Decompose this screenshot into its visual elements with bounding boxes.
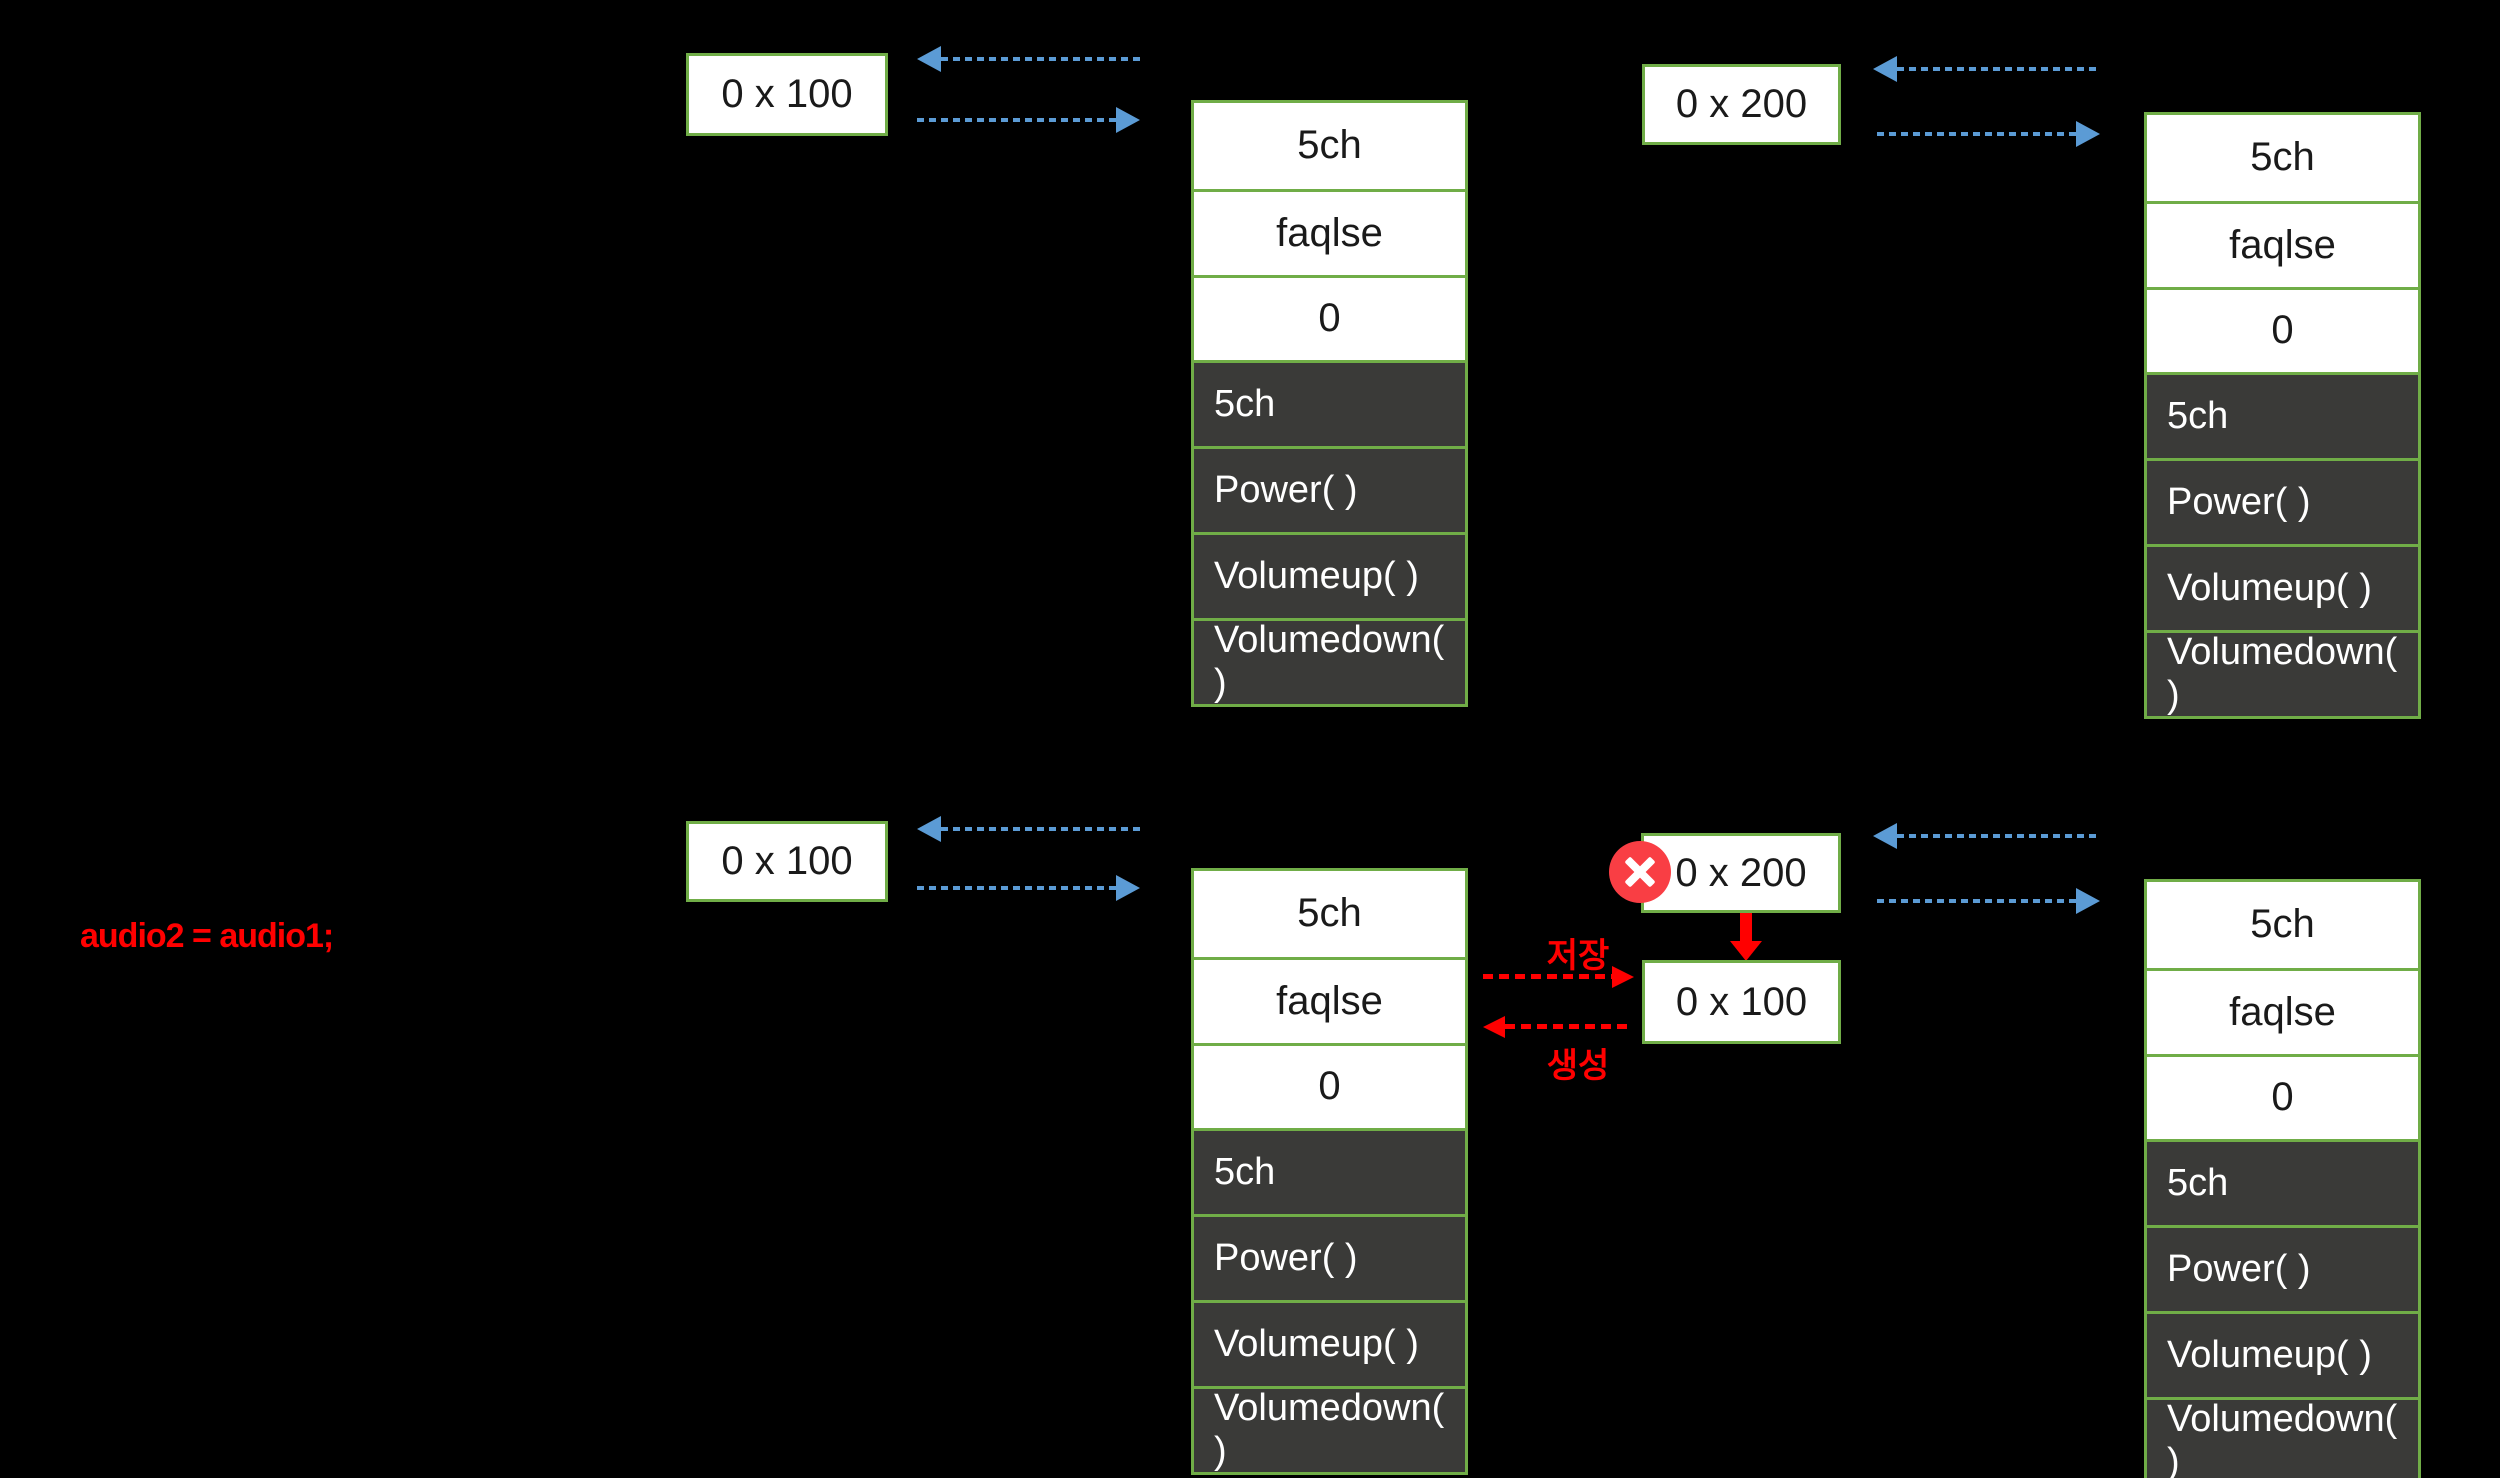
blue-dashed-arrow-left (1873, 55, 2096, 83)
reference-box-bottom-left: 0 x 100 (686, 821, 888, 902)
create-annotation: 생성 (1546, 1047, 1610, 1085)
reference-box-bottom-right-old: 0 x 200 (1641, 833, 1841, 913)
blue-dashed-arrow-left (917, 815, 1140, 843)
reference-address: 0 x 200 (1675, 850, 1807, 895)
arrow-head-right-icon (2076, 888, 2100, 914)
arrow-dashed-line (1505, 1024, 1630, 1029)
arrow-dashed-line (1897, 834, 2100, 838)
arrow-dashed-line (1877, 899, 2076, 903)
arrow-head-right-icon (1612, 966, 1634, 988)
blue-dashed-arrow-right (1877, 887, 2100, 915)
arrow-head-left-icon (1483, 1016, 1505, 1038)
arrow-dashed-line (1877, 132, 2076, 136)
object-row: 0 (1194, 274, 1465, 361)
save-annotation: 저장 (1546, 937, 1610, 975)
object-row: Volumeup( ) (2147, 1310, 2418, 1397)
object-row: faqlse (2147, 967, 2418, 1054)
object-row: 5ch (2147, 882, 2418, 968)
object-row: 5ch (1194, 1128, 1465, 1215)
object-row: Volumedown( ) (2147, 1396, 2418, 1478)
blue-dashed-arrow-left (1873, 822, 2100, 850)
reference-box-top-left: 0 x 100 (686, 53, 888, 136)
arrow-dashed-line (917, 886, 1116, 890)
arrow-dashed-line (917, 118, 1116, 122)
arrow-head-down-icon (1730, 941, 1762, 961)
reference-address: 0 x 100 (721, 72, 853, 116)
reference-box-top-right: 0 x 200 (1642, 64, 1841, 145)
object-row: 5ch (2147, 1139, 2418, 1226)
object-row: Volumeup( ) (2147, 543, 2418, 630)
arrow-head-left-icon (917, 46, 941, 72)
object-row: Volumedown( ) (1194, 617, 1465, 704)
arrow-dashed-line (941, 827, 1140, 831)
object-row: Power( ) (2147, 458, 2418, 544)
x-circle-icon (1609, 841, 1671, 903)
red-dashed-arrow-left (1483, 1013, 1630, 1041)
object-row: Power( ) (1194, 1214, 1465, 1300)
arrow-shaft (1740, 913, 1752, 943)
object-row: faqlse (1194, 188, 1465, 275)
red-down-arrow (1728, 913, 1764, 961)
object-row: Volumedown( ) (1194, 1385, 1465, 1472)
object-row: 0 (1194, 1042, 1465, 1129)
object-row: faqlse (1194, 956, 1465, 1043)
red-dashed-arrow-right (1483, 963, 1634, 991)
reference-address: 0 x 200 (1675, 82, 1808, 126)
object-row: 5ch (1194, 871, 1465, 957)
arrow-head-left-icon (917, 816, 941, 842)
blue-dashed-arrow-right (917, 874, 1140, 902)
arrow-dashed-line (1483, 974, 1612, 979)
object-row: 5ch (2147, 372, 2418, 459)
blue-dashed-arrow-right (917, 106, 1140, 134)
object-row: Power( ) (2147, 1225, 2418, 1311)
blue-dashed-arrow-left (917, 45, 1140, 73)
object-row: 0 (2147, 286, 2418, 373)
object-row: Power( ) (1194, 446, 1465, 532)
reference-address: 0 x 100 (721, 839, 853, 883)
arrow-head-left-icon (1873, 823, 1897, 849)
arrow-head-right-icon (2076, 121, 2100, 147)
object-row: 0 (2147, 1053, 2418, 1140)
code-statement: audio2 = audio1; (80, 917, 334, 955)
object-row: 5ch (1194, 360, 1465, 447)
object-row: 5ch (1194, 103, 1465, 189)
object-row: Volumeup( ) (1194, 531, 1465, 618)
object-row: faqlse (2147, 200, 2418, 287)
arrow-head-right-icon (1116, 107, 1140, 133)
object-row: Volumeup( ) (1194, 1299, 1465, 1386)
reference-box-bottom-right-new: 0 x 100 (1642, 960, 1841, 1044)
object-row: 5ch (2147, 115, 2418, 201)
blue-dashed-arrow-right (1877, 120, 2100, 148)
arrow-dashed-line (1897, 67, 2096, 71)
object-row: Volumedown( ) (2147, 629, 2418, 716)
arrow-dashed-line (941, 57, 1140, 61)
reference-address: 0 x 100 (1675, 979, 1808, 1024)
arrow-head-left-icon (1873, 56, 1897, 82)
arrow-head-right-icon (1116, 875, 1140, 901)
